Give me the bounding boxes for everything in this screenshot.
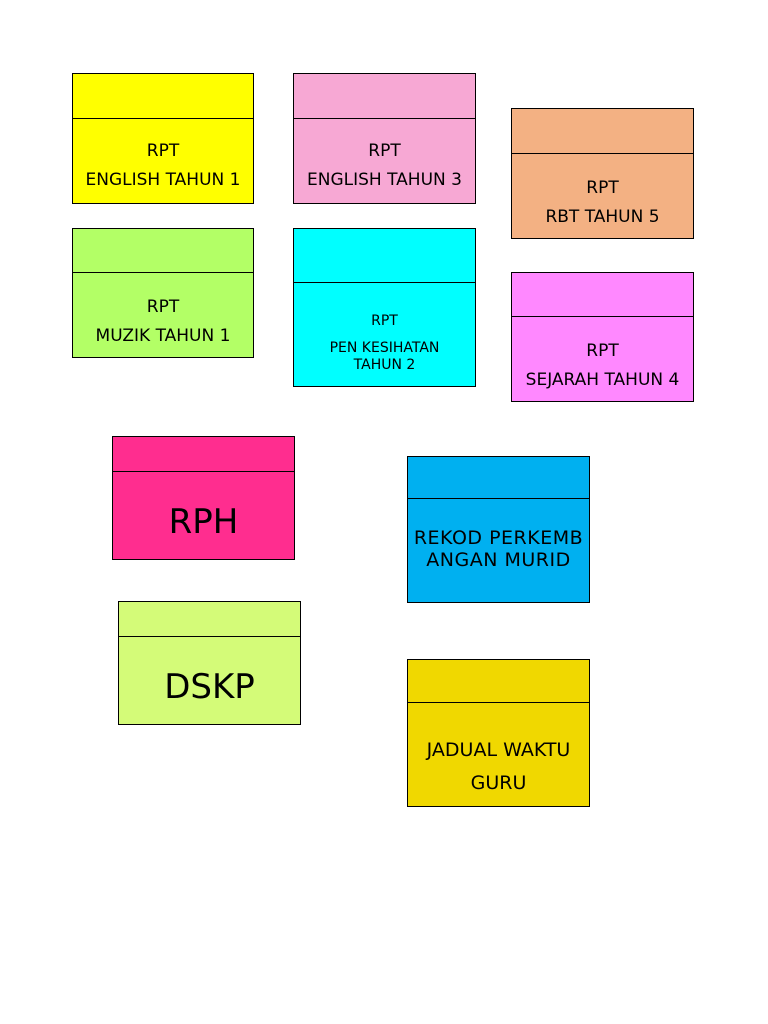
label-text: RPT PEN KESIHATAN TAHUN 2 [294,283,475,386]
label-text: DSKP [119,637,300,724]
label-tab [113,437,294,472]
label-line-2: SEJARAH TAHUN 4 [525,370,680,390]
label-tab [119,602,300,637]
label-text: RPT SEJARAH TAHUN 4 [512,317,693,401]
label-line-1: RPT [371,313,398,329]
label-text: RPT ENGLISH TAHUN 1 [73,119,253,203]
label-tab [512,273,693,317]
label-line-1: REKOD PERKEMBANGAN MURID [413,527,584,571]
label-text: RPT ENGLISH TAHUN 3 [294,119,475,203]
label-rpt-muzik-tahun-1: RPT MUZIK TAHUN 1 [72,228,254,358]
label-line-1: RPT [586,178,619,198]
label-text: RPT RBT TAHUN 5 [512,154,693,238]
label-rpt-sejarah-tahun-4: RPT SEJARAH TAHUN 4 [511,272,694,402]
label-tab [512,109,693,154]
label-rpt-english-tahun-1: RPT ENGLISH TAHUN 1 [72,73,254,204]
label-line-1: JADUAL WAKTU [426,739,571,761]
label-rpt-pen-kesihatan-tahun-2: RPT PEN KESIHATAN TAHUN 2 [293,228,476,387]
label-text: JADUAL WAKTU GURU [408,703,589,806]
label-rekod-perkembangan-murid: REKOD PERKEMBANGAN MURID [407,456,590,603]
label-line-2: MUZIK TAHUN 1 [95,326,231,346]
label-tab [408,660,589,703]
label-tab [73,229,253,273]
label-line-2: PEN KESIHATAN TAHUN 2 [329,340,440,373]
label-line-1: RPH [168,502,239,542]
label-text: RPT MUZIK TAHUN 1 [73,273,253,357]
label-text: REKOD PERKEMBANGAN MURID [408,499,589,602]
label-line-2: ENGLISH TAHUN 1 [85,170,241,190]
label-rpt-english-tahun-3: RPT ENGLISH TAHUN 3 [293,73,476,204]
label-line-1: RPT [146,141,180,161]
label-line-2: GURU [470,772,527,794]
label-line-2: RBT TAHUN 5 [545,207,660,227]
label-line-1: RPT [368,141,401,161]
label-line-2: ENGLISH TAHUN 3 [307,170,462,190]
label-tab [294,229,475,283]
label-tab [73,74,253,119]
label-tab [408,457,589,499]
label-tab [294,74,475,119]
label-text: RPH [113,472,294,559]
label-dskp: DSKP [118,601,301,725]
label-rpt-rbt-tahun-5: RPT RBT TAHUN 5 [511,108,694,239]
label-line-1: RPT [146,297,180,317]
label-rph: RPH [112,436,295,560]
label-jadual-waktu-guru: JADUAL WAKTU GURU [407,659,590,807]
label-line-1: RPT [586,341,619,361]
label-line-1: DSKP [164,667,255,707]
